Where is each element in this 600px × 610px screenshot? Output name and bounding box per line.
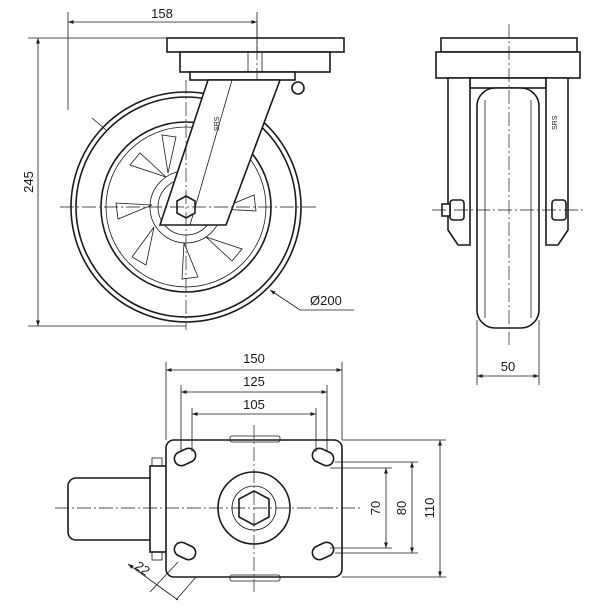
dim-height: 245 [21,37,186,327]
dim-110-label: 110 [422,498,437,519]
front-view: SRS [432,24,585,345]
dim-hole-spacing-width-inner: 70 [330,467,392,549]
wheel-top [67,477,159,541]
dim-hole-spacing-length-inner: 105 [191,397,317,452]
top-plate [166,37,345,53]
dim-hole-spacing-length: 125 [180,374,328,452]
dim-22-label: 22 [132,558,152,579]
plate-body [179,51,331,73]
fork-arm [158,79,282,226]
dim-150-label: 150 [243,351,265,366]
dim-offset: 22 [127,558,197,601]
dim-plate-length: 150 [165,351,343,440]
wheel-front [476,87,540,329]
svg-text:SRS: SRS [552,115,559,130]
dim-80-label: 80 [394,501,409,515]
dim-top-width: 158 [67,6,258,110]
top-view [55,425,360,592]
dim-50-label: 50 [501,359,515,374]
brake-knob [291,81,305,95]
svg-text:SRS: SRS [214,116,221,131]
mounting-holes [173,447,335,561]
dim-wheel-width: 50 [476,320,540,385]
dim-158-label: 158 [151,6,173,21]
dim-70-label: 70 [368,501,383,515]
dim-200-label: Ø200 [310,293,342,308]
dim-wheel-diameter: Ø200 [269,289,354,311]
side-view: SRS [60,24,345,330]
dim-105-label: 105 [243,397,265,412]
dim-245-label: 245 [21,171,36,193]
dim-125-label: 125 [243,374,265,389]
dim-hole-spacing-width: 80 [335,461,418,554]
dim-plate-width: 110 [342,439,446,578]
